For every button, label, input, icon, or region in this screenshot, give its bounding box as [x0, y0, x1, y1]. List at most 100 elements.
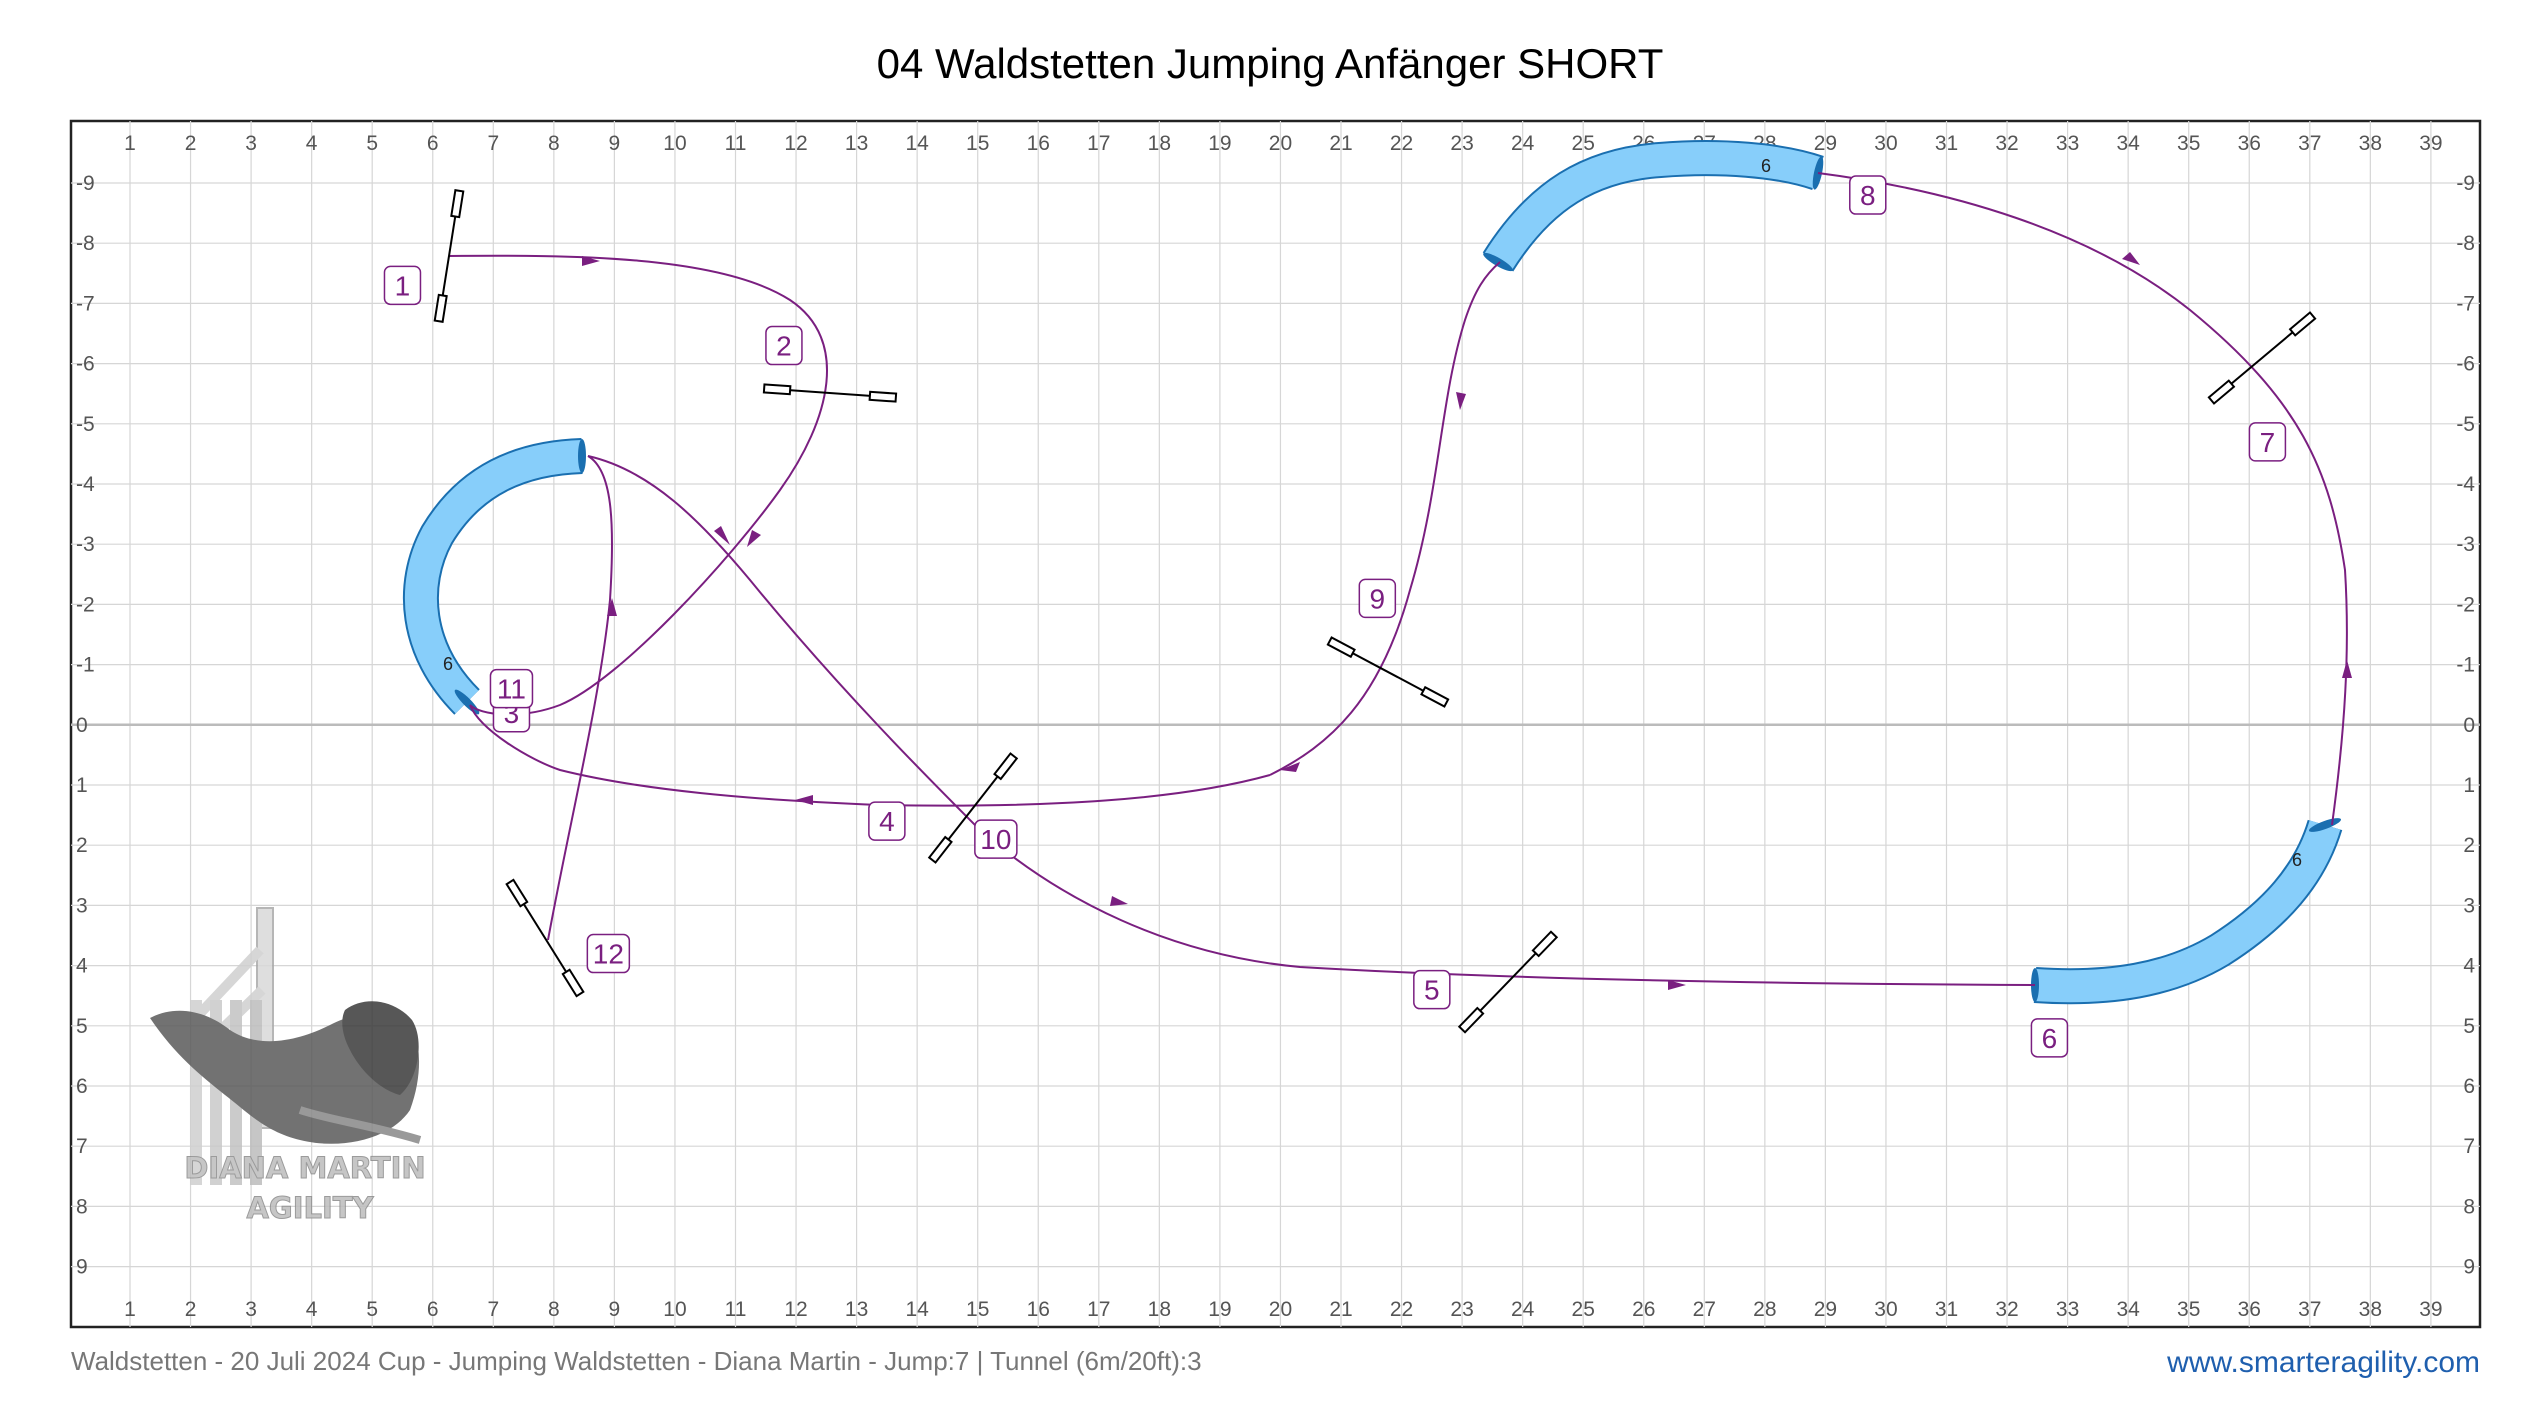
jumps: [433, 189, 2317, 1034]
y-tick-label-left-6: 6: [76, 1075, 88, 1098]
jump-9: [1326, 636, 1450, 708]
x-tick-label-bottom-5: 5: [366, 1298, 378, 1321]
x-tick-label-bottom-9: 9: [609, 1298, 621, 1321]
y-tick-label-right-7: 7: [2463, 1135, 2475, 1158]
number-marker-label: 11: [497, 674, 526, 705]
tunnel-left-label: 6: [443, 654, 453, 674]
x-tick-label-top-34: 34: [2116, 132, 2140, 155]
jump-4-10: [927, 752, 1019, 864]
x-tick-label-top-25: 25: [1572, 132, 1595, 155]
dog-path: [448, 172, 2348, 986]
y-tick-label-right-3: 3: [2463, 894, 2475, 917]
tunnel-left: [405, 440, 583, 714]
number-marker-9: 9: [1358, 578, 1397, 619]
logo-text-line2: AGILITY: [246, 1191, 374, 1225]
x-tick-label-bottom-32: 32: [1995, 1298, 2018, 1321]
y-tick-label-right--6: -6: [2456, 353, 2475, 376]
number-marker-label: 4: [879, 806, 895, 837]
y-tick-label-left--6: -6: [76, 353, 95, 376]
x-tick-label-top-8: 8: [548, 132, 560, 155]
arrow-8: [2122, 252, 2140, 265]
x-tick-label-top-16: 16: [1027, 132, 1050, 155]
x-tick-label-top-10: 10: [663, 132, 686, 155]
x-tick-label-top-14: 14: [905, 132, 929, 155]
x-tick-label-bottom-23: 23: [1450, 1298, 1473, 1321]
x-tick-label-bottom-22: 22: [1390, 1298, 1413, 1321]
x-tick-label-bottom-34: 34: [2116, 1298, 2140, 1321]
y-tick-label-left--1: -1: [76, 654, 95, 677]
arrow-7: [2342, 660, 2352, 678]
y-tick-label-left-0: 0: [76, 714, 88, 737]
number-marker-box: [765, 325, 803, 366]
axis-ticks: 1122334455667788991010111112121313141415…: [76, 132, 2475, 1321]
x-tick-label-top-32: 32: [1995, 132, 2018, 155]
number-marker-label: 6: [2042, 1023, 2058, 1054]
y-tick-label-left--3: -3: [76, 533, 95, 556]
y-tick-label-left-9: 9: [76, 1256, 88, 1279]
number-marker-box: [383, 265, 422, 306]
x-tick-label-top-4: 4: [306, 132, 318, 155]
tunnel-top-opening-2: [1483, 252, 1513, 272]
y-tick-label-right--9: -9: [2456, 172, 2475, 195]
number-marker-label: 2: [776, 331, 792, 362]
x-tick-label-top-19: 19: [1208, 132, 1231, 155]
number-marker-4: 4: [868, 801, 906, 841]
arrow-9: [1456, 392, 1466, 410]
number-marker-label: 7: [2260, 427, 2276, 458]
number-marker-5: 5: [1413, 969, 1451, 1010]
x-tick-label-top-20: 20: [1269, 132, 1292, 155]
y-tick-label-right-2: 2: [2463, 834, 2475, 857]
number-marker-box: [489, 668, 534, 709]
x-tick-label-top-5: 5: [366, 132, 378, 155]
footer-website-link[interactable]: www.smarteragility.com: [2166, 1346, 2480, 1379]
x-tick-label-bottom-1: 1: [124, 1298, 136, 1321]
y-tick-label-right--4: -4: [2456, 473, 2475, 496]
path-segment-4: [1269, 261, 1501, 776]
arrow-2: [747, 530, 761, 547]
number-marker-label: 5: [1424, 975, 1440, 1006]
y-tick-label-right--1: -1: [2456, 654, 2475, 677]
number-marker-12: 12: [586, 933, 631, 974]
arrow-1: [582, 256, 600, 266]
x-tick-label-bottom-29: 29: [1814, 1298, 1837, 1321]
y-tick-label-left--2: -2: [76, 593, 95, 616]
y-tick-label-right-0: 0: [2463, 714, 2475, 737]
y-tick-label-left-7: 7: [76, 1135, 88, 1158]
x-tick-label-top-6: 6: [427, 132, 439, 155]
path-segment-3: [587, 455, 2036, 986]
footer-caption: Waldstetten - 20 Juli 2024 Cup - Jumping…: [71, 1346, 1202, 1376]
y-tick-label-left-1: 1: [76, 774, 88, 797]
y-tick-label-right-8: 8: [2463, 1195, 2475, 1218]
x-tick-label-top-13: 13: [845, 132, 868, 155]
path-arrows: [582, 252, 2352, 990]
y-tick-label-left-5: 5: [76, 1015, 88, 1038]
tunnel-left-opening: [578, 439, 586, 473]
x-tick-label-bottom-24: 24: [1511, 1298, 1535, 1321]
x-tick-label-top-24: 24: [1511, 132, 1535, 155]
x-tick-label-bottom-26: 26: [1632, 1298, 1655, 1321]
x-tick-label-bottom-36: 36: [2238, 1298, 2261, 1321]
x-tick-label-bottom-31: 31: [1935, 1298, 1958, 1321]
x-tick-label-top-38: 38: [2359, 132, 2382, 155]
path-segment-6: [547, 455, 614, 941]
jump-5: [1457, 930, 1559, 1034]
x-tick-label-bottom-17: 17: [1087, 1298, 1110, 1321]
number-marker-2: 2: [765, 325, 803, 366]
x-tick-label-bottom-35: 35: [2177, 1298, 2200, 1321]
tunnel-right: [2033, 820, 2341, 1003]
x-tick-label-bottom-28: 28: [1753, 1298, 1776, 1321]
tunnels: 6 6 6: [403, 140, 2343, 1005]
number-marker-label: 12: [593, 939, 624, 970]
x-tick-label-top-22: 22: [1390, 132, 1413, 155]
y-tick-label-right--3: -3: [2456, 533, 2475, 556]
y-tick-label-right-1: 1: [2463, 774, 2475, 797]
x-tick-label-bottom-30: 30: [1874, 1298, 1897, 1321]
x-tick-label-bottom-6: 6: [427, 1298, 439, 1321]
x-tick-label-bottom-33: 33: [2056, 1298, 2079, 1321]
x-tick-label-bottom-19: 19: [1208, 1298, 1231, 1321]
x-tick-label-bottom-7: 7: [487, 1298, 499, 1321]
x-tick-label-bottom-11: 11: [725, 1298, 747, 1321]
jump-2: [762, 383, 898, 403]
